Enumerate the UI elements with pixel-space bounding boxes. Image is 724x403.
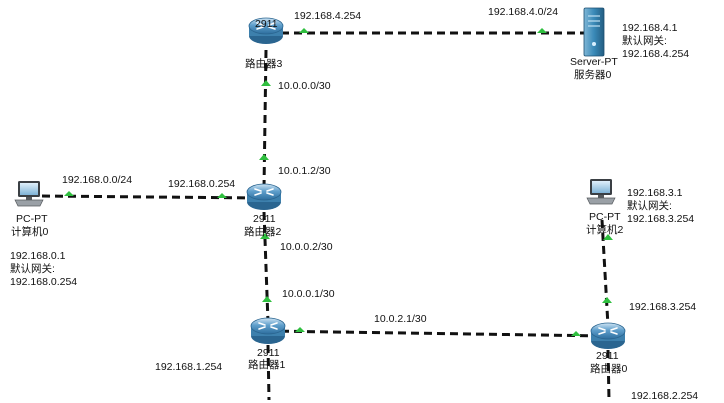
gateway-label: 默认网关: (10, 263, 55, 275)
gateway-label: 默认网关: (627, 200, 672, 212)
link-indicator (64, 191, 74, 196)
label-r1-interface-left: 192.168.1.254 (155, 361, 223, 373)
router-2[interactable] (246, 183, 282, 211)
server-0-type: Server-PT (570, 56, 618, 68)
pc-icon (14, 180, 44, 207)
label-pc0-network: 192.168.0.0/24 (62, 174, 133, 186)
label-r3-interface-top: 192.168.4.254 (294, 10, 362, 22)
link-pc0-r2[interactable] (41, 194, 263, 200)
label-r1-interface-up: 10.0.0.1/30 (282, 288, 335, 300)
label-server-network: 192.168.4.0/24 (488, 6, 559, 18)
pc-0-config: 192.168.0.1 默认网关: 192.168.0.254 (10, 250, 77, 289)
gateway-address: 192.168.4.254 (622, 48, 690, 60)
ip-address: 192.168.3.1 (627, 187, 683, 199)
pc-0[interactable] (14, 180, 44, 207)
link-indicator (602, 297, 612, 303)
server-0[interactable] (583, 7, 605, 57)
link-r0-down[interactable] (606, 349, 611, 400)
ip-address: 192.168.4.1 (622, 22, 678, 34)
router-1[interactable] (250, 317, 286, 345)
label-r2-interface-left: 192.168.0.254 (168, 178, 236, 190)
link-indicator (260, 233, 270, 239)
router-3-name: 路由器3 (245, 58, 283, 70)
router-icon (246, 183, 282, 211)
pc-0-type: PC-PT (16, 213, 48, 225)
gateway-label: 默认网关: (622, 35, 667, 47)
link-indicator (261, 80, 271, 86)
label-r2-interface-up: 10.0.1.2/30 (278, 165, 331, 177)
link-indicator (295, 327, 305, 332)
link-indicator (217, 193, 227, 198)
label-r3-r2-network: 10.0.0.0/30 (278, 80, 331, 92)
link-indicator (571, 331, 581, 336)
label-r0-interface-down: 192.168.2.254 (631, 390, 699, 402)
link-indicator (299, 28, 309, 33)
gateway-address: 192.168.3.254 (627, 213, 695, 225)
link-indicator (537, 28, 547, 33)
label-r1-r0-interface: 10.0.2.1/30 (374, 313, 427, 325)
server-icon (583, 7, 605, 57)
pc-2-config: 192.168.3.1 默认网关: 192.168.3.254 (627, 187, 694, 226)
router-1-model: 2911 (257, 347, 280, 359)
router-icon (590, 322, 626, 350)
gateway-address: 192.168.0.254 (10, 276, 78, 288)
router-0-name: 路由器0 (590, 363, 628, 375)
link-indicator (259, 154, 269, 160)
router-2-name: 路由器2 (244, 226, 282, 238)
pc-2-name: 计算机2 (586, 224, 624, 236)
router-3-model: 2911 (255, 18, 278, 30)
router-0-model: 2911 (596, 350, 619, 362)
pc-2[interactable] (586, 178, 616, 205)
link-indicators (64, 28, 613, 336)
server-0-config: 192.168.4.1 默认网关: 192.168.4.254 (622, 22, 689, 61)
router-0[interactable] (590, 322, 626, 350)
ip-address: 192.168.0.1 (10, 250, 66, 262)
pc-icon (586, 178, 616, 205)
link-r3-r2[interactable] (262, 49, 268, 189)
pc-0-name: 计算机0 (11, 226, 49, 238)
link-r1-down[interactable] (266, 344, 271, 400)
label-r0-interface-up: 192.168.3.254 (629, 301, 697, 313)
link-r2-r1[interactable] (262, 211, 270, 323)
server-0-name: 服务器0 (574, 69, 612, 81)
router-icon (250, 317, 286, 345)
link-indicator (262, 296, 272, 302)
router-2-model: 2911 (253, 213, 276, 225)
router-1-name: 路由器1 (248, 359, 286, 371)
label-r2-interface-down: 10.0.0.2/30 (280, 241, 333, 253)
link-pc2-r0[interactable] (600, 219, 610, 327)
link-indicator (603, 234, 613, 240)
pc-2-type: PC-PT (589, 211, 621, 223)
link-r1-r0[interactable] (267, 329, 608, 338)
